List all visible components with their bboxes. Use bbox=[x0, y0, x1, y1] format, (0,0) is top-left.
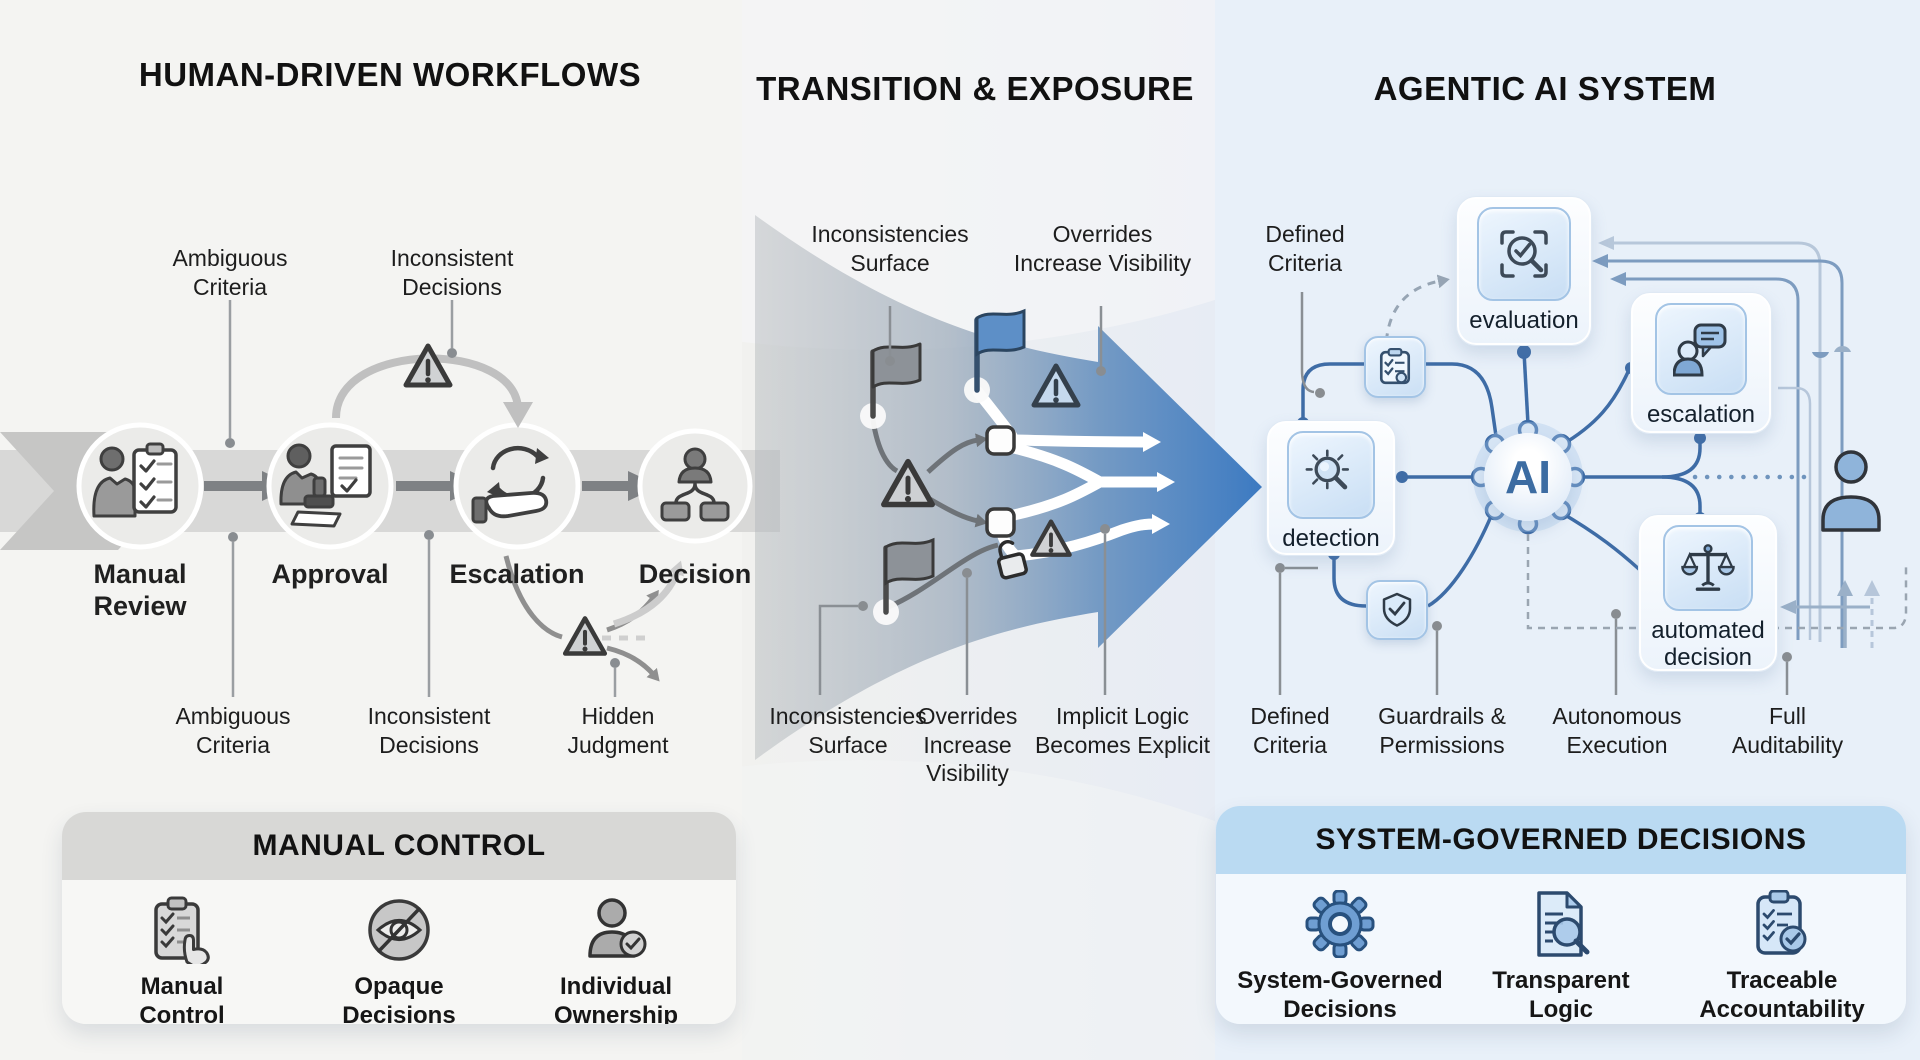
ai-hub-label: AI bbox=[1505, 451, 1551, 503]
left-callout-lines bbox=[228, 300, 617, 697]
callout-overrides-visibility-top: Overrides Increase Visibility bbox=[1013, 221, 1192, 276]
checkpoint-square bbox=[985, 425, 1016, 456]
node-detection: detection bbox=[1266, 420, 1396, 556]
panel-item-system-governed: System-Governed Decisions bbox=[1235, 890, 1445, 1024]
warning-triangle-icon bbox=[881, 458, 935, 508]
middle-section-title: TRANSITION & EXPOSURE bbox=[756, 70, 1194, 107]
callout-guardrails-permissions: Guardrails & Permissions bbox=[1378, 703, 1506, 758]
panel-item-label: Opaque Decisions bbox=[342, 973, 456, 1024]
callout-autonomous-execution: Autonomous Execution bbox=[1552, 703, 1682, 758]
panel-item-label: System-Governed Decisions bbox=[1237, 967, 1443, 1024]
node-evaluation: evaluation bbox=[1456, 196, 1592, 346]
callout-overrides-visibility-bottom: Overrides Increase Visibility bbox=[917, 703, 1018, 787]
panel-item-transparent-logic: Transparent Logic bbox=[1456, 890, 1666, 1024]
panel-item-individual-ownership: Individual Ownership bbox=[511, 896, 721, 1024]
callout-full-auditability: Full Auditability bbox=[1731, 703, 1844, 758]
left-section-title: HUMAN-DRIVEN WORKFLOWS bbox=[138, 56, 642, 93]
node-guardrails-shield bbox=[1366, 580, 1428, 640]
clipboard-check-icon bbox=[1756, 890, 1807, 955]
blue-flag-icon bbox=[964, 308, 1026, 403]
scan-check-magnifier-icon bbox=[1500, 230, 1548, 278]
manual-control-panel: MANUAL CONTROL Manual Control Opaque Dec… bbox=[62, 812, 736, 1024]
gear-icon bbox=[1305, 890, 1375, 958]
panel-item-label: Traceable Accountability bbox=[1699, 967, 1865, 1024]
shield-check-icon bbox=[1382, 592, 1412, 627]
system-governed-panel: SYSTEM-GOVERNED DECISIONS System-Governe… bbox=[1216, 806, 1906, 1024]
panel-item-label: Individual Ownership bbox=[553, 973, 679, 1024]
node-label-evaluation: evaluation bbox=[1469, 307, 1579, 334]
eye-slash-icon bbox=[368, 899, 430, 961]
callout-defined-criteria-top: Defined Criteria bbox=[1265, 221, 1345, 276]
human-oversight-person-icon bbox=[1821, 450, 1881, 532]
step-label-approval: Approval bbox=[271, 559, 389, 589]
org-decision-icon bbox=[660, 447, 730, 522]
node-label-automated-decision: automated decision bbox=[1651, 617, 1765, 671]
flag-icon bbox=[873, 537, 935, 625]
clipboard-hand-icon bbox=[154, 896, 210, 964]
callout-inconsistencies-surface-bottom: Inconsistencies Surface bbox=[769, 703, 927, 758]
open-padlock-icon bbox=[997, 540, 1028, 580]
magnifier-rays-icon bbox=[1305, 449, 1350, 490]
system-governed-header: SYSTEM-GOVERNED DECISIONS bbox=[1216, 806, 1906, 874]
node-criteria-checklist bbox=[1364, 336, 1426, 398]
node-label-detection: detection bbox=[1282, 525, 1380, 552]
panel-item-label: Transparent Logic bbox=[1492, 967, 1630, 1024]
panel-item-traceable-accountability: Traceable Accountability bbox=[1677, 890, 1887, 1024]
callout-inconsistencies-surface-top: Inconsistencies Surface bbox=[811, 221, 969, 276]
valve-icon bbox=[1834, 345, 1851, 352]
callout-inconsistent-decisions-bottom: Inconsistent Decisions bbox=[367, 703, 491, 758]
manual-control-title: MANUAL CONTROL bbox=[252, 829, 546, 862]
panel-item-manual-control: Manual Control bbox=[77, 896, 287, 1024]
callout-inconsistent-decisions-top: Inconsistent Decisions bbox=[390, 245, 514, 300]
step-label-escalation: Escalation bbox=[449, 559, 585, 589]
callout-ambiguous-criteria-top: Ambiguous Criteria bbox=[172, 245, 288, 300]
panel-item-label: Manual Control bbox=[139, 973, 225, 1024]
callout-defined-criteria-bottom: Defined Criteria bbox=[1250, 703, 1330, 758]
step-label-decision: Decision bbox=[638, 559, 752, 589]
checkpoint-square bbox=[985, 507, 1016, 538]
scales-icon bbox=[1681, 544, 1735, 592]
warning-triangle-icon bbox=[1031, 363, 1081, 408]
manual-control-header: MANUAL CONTROL bbox=[62, 812, 736, 880]
warning-triangle-icon bbox=[562, 616, 608, 656]
checklist-mini-icon bbox=[1379, 348, 1411, 385]
valve-icon bbox=[1812, 352, 1829, 359]
node-automated-decision: automated decision bbox=[1638, 514, 1778, 672]
node-label-escalation: escalation bbox=[1646, 401, 1756, 428]
callout-hidden-judgment: Hidden Judgment bbox=[567, 703, 669, 758]
panel-item-opaque-decisions: Opaque Decisions bbox=[294, 896, 504, 1024]
node-escalation: escalation bbox=[1630, 292, 1772, 434]
system-governed-title: SYSTEM-GOVERNED DECISIONS bbox=[1315, 823, 1807, 856]
flag-icon bbox=[860, 342, 922, 429]
right-section-title: AGENTIC AI SYSTEM bbox=[1373, 70, 1717, 107]
warning-triangle-icon bbox=[403, 343, 453, 388]
person-check-icon bbox=[588, 898, 647, 958]
document-magnifier-icon bbox=[1537, 891, 1590, 957]
step-label-manual-review: Manual Review bbox=[93, 559, 187, 622]
ai-hub: AI bbox=[1484, 433, 1572, 521]
person-chat-icon bbox=[1673, 323, 1727, 377]
callout-implicit-logic-explicit: Implicit Logic Becomes Explicit bbox=[1034, 703, 1211, 758]
hand-cycle-icon bbox=[471, 445, 549, 524]
warning-triangle-icon bbox=[1030, 519, 1072, 557]
person-clipboard-icon bbox=[92, 442, 178, 518]
callout-ambiguous-criteria-bottom: Ambiguous Criteria bbox=[175, 703, 291, 758]
person-stamp-icon bbox=[279, 443, 372, 528]
